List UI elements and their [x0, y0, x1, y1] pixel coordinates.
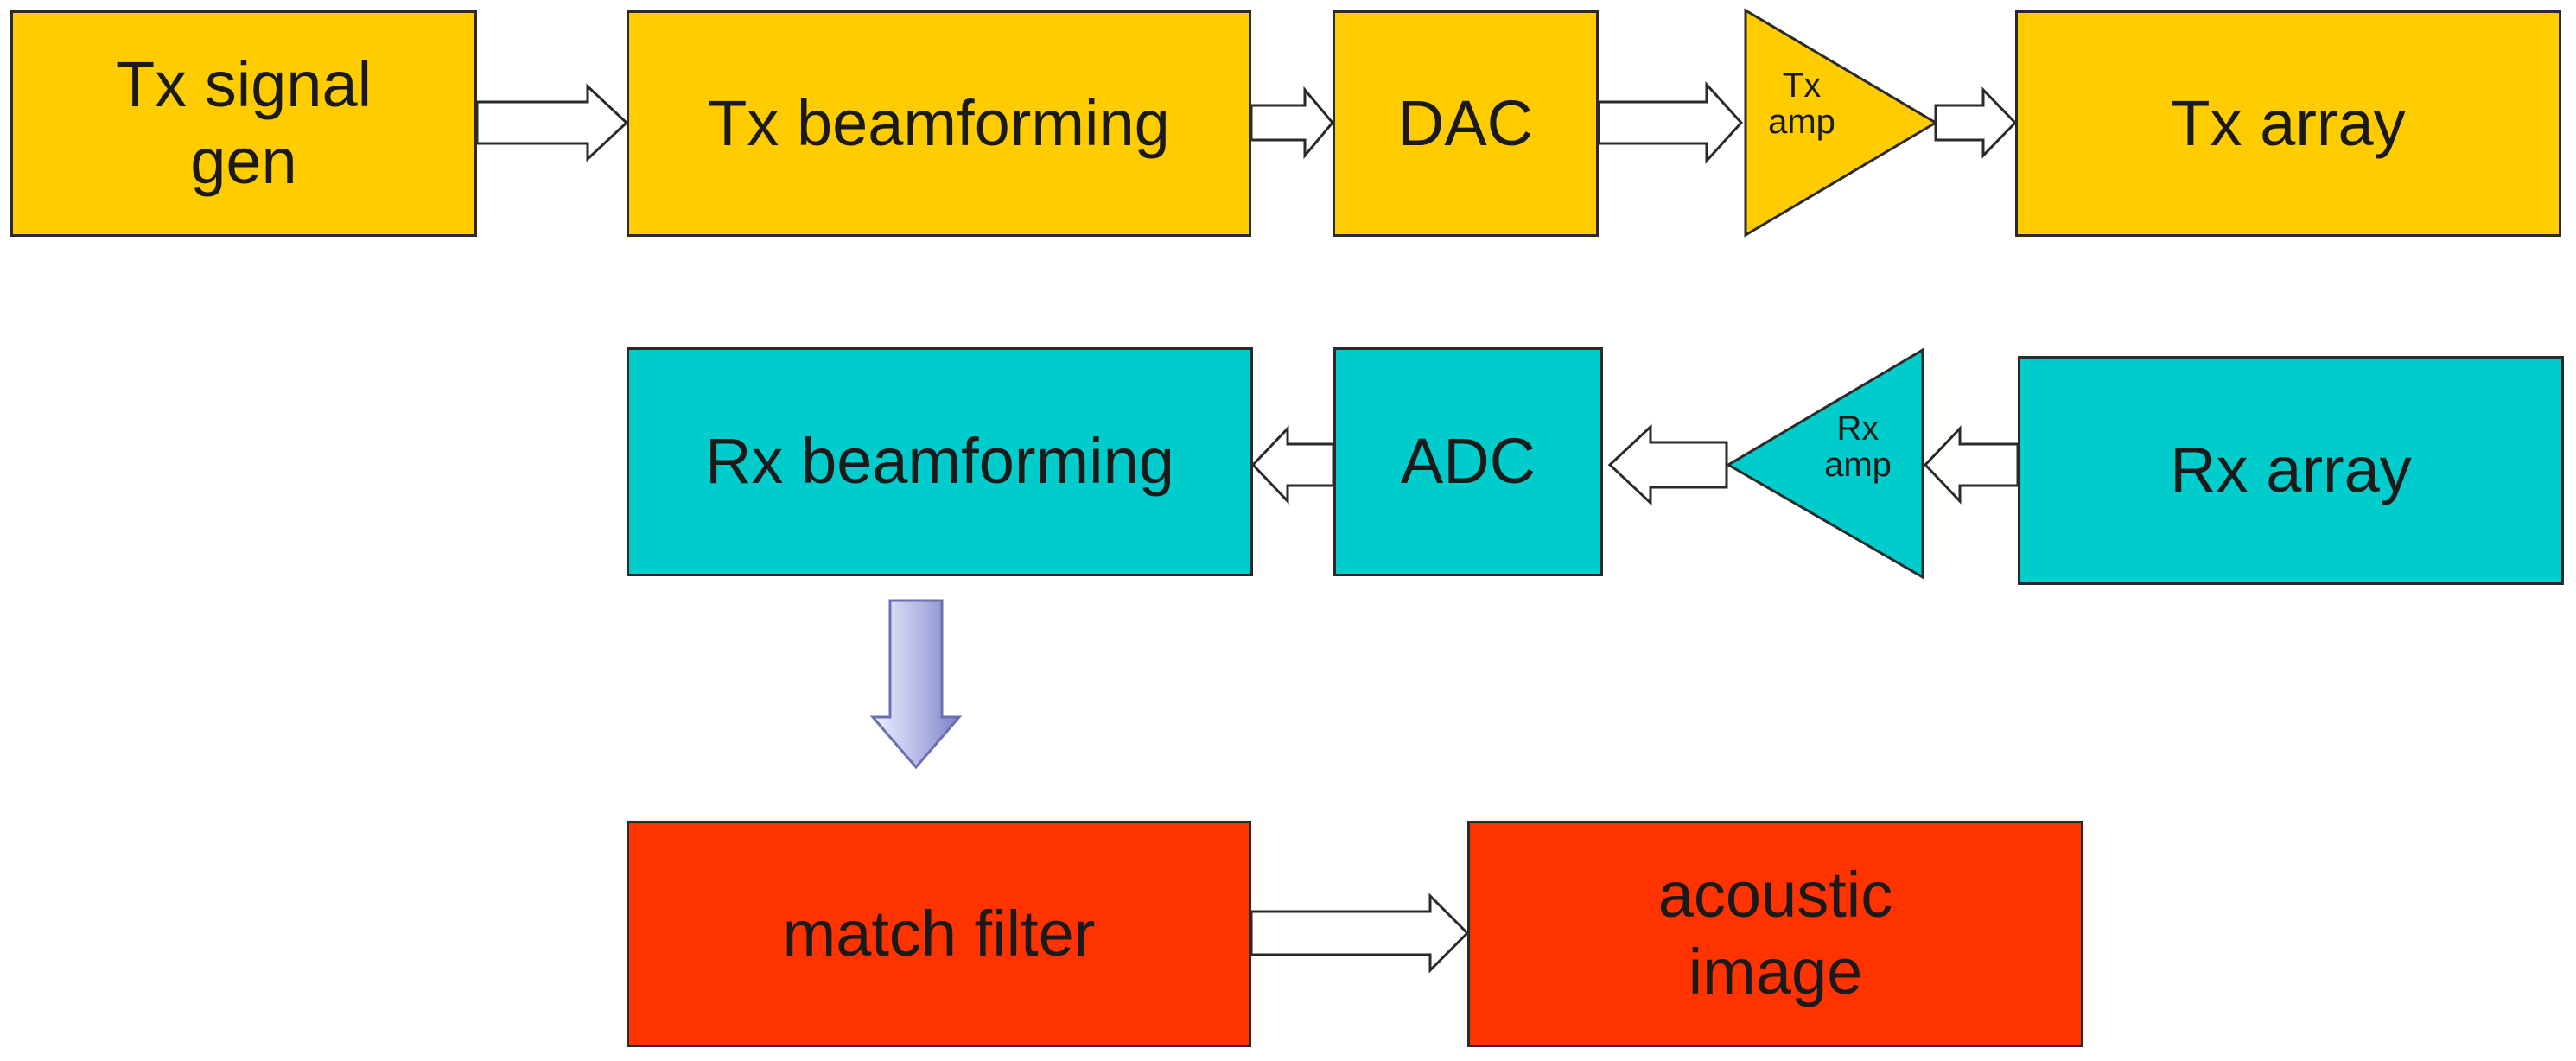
arrow-dac-to-tx-amp	[1597, 81, 1744, 164]
rx-beamforming-block: Rx beamforming	[627, 347, 1253, 576]
tx-beamforming-label: Tx beamforming	[708, 86, 1170, 159]
tx-amp-label-line1: Tx	[1782, 67, 1822, 105]
acoustic-image-block: acoustic image	[1467, 821, 2083, 1047]
tx-signal-gen-block: Tx signal gen	[10, 10, 477, 237]
tx-signal-gen-label-line1: Tx signal	[115, 48, 372, 121]
dac-label: DAC	[1397, 86, 1534, 159]
rx-amp-label-line1: Rx	[1836, 410, 1880, 448]
arrow-tx-amp-to-tx-array	[1934, 86, 2018, 159]
rx-amp-label: Rx amp	[1810, 410, 1905, 483]
arrow-rx-beamforming-to-match-filter	[869, 599, 963, 770]
tx-beamforming-block: Tx beamforming	[627, 10, 1251, 237]
rx-amp-triangle	[1726, 347, 1924, 580]
acoustic-image-label-line2: image	[1688, 936, 1863, 1007]
arrow-rx-amp-to-adc	[1607, 423, 1728, 506]
rx-array-block: Rx array	[2018, 356, 2564, 585]
adc-block: ADC	[1333, 347, 1603, 576]
rx-amp-label-line2: amp	[1824, 446, 1892, 484]
tx-array-label: Tx array	[2171, 86, 2406, 159]
arrow-tx-beamforming-to-dac	[1250, 86, 1334, 160]
match-filter-label: match filter	[782, 897, 1096, 969]
tx-signal-gen-label-line2: gen	[190, 125, 297, 197]
arrow-adc-to-rx-beamforming	[1250, 425, 1335, 505]
tx-amp-label-line2: amp	[1768, 103, 1835, 141]
rx-array-label: Rx array	[2170, 434, 2412, 506]
arrow-rx-array-to-rx-amp	[1923, 425, 2019, 505]
tx-array-block: Tx array	[2015, 10, 2561, 237]
arrow-match-filter-to-acoustic-image	[1250, 893, 1470, 974]
adc-label: ADC	[1400, 425, 1536, 498]
tx-amp-triangle	[1744, 8, 1938, 238]
tx-amp-label: Tx amp	[1754, 67, 1849, 140]
dac-block: DAC	[1333, 10, 1599, 237]
rx-beamforming-label: Rx beamforming	[705, 425, 1174, 498]
match-filter-block: match filter	[627, 821, 1251, 1047]
arrow-siggen-to-tx-beamforming	[475, 83, 629, 162]
acoustic-image-label-line1: acoustic	[1657, 859, 1893, 931]
